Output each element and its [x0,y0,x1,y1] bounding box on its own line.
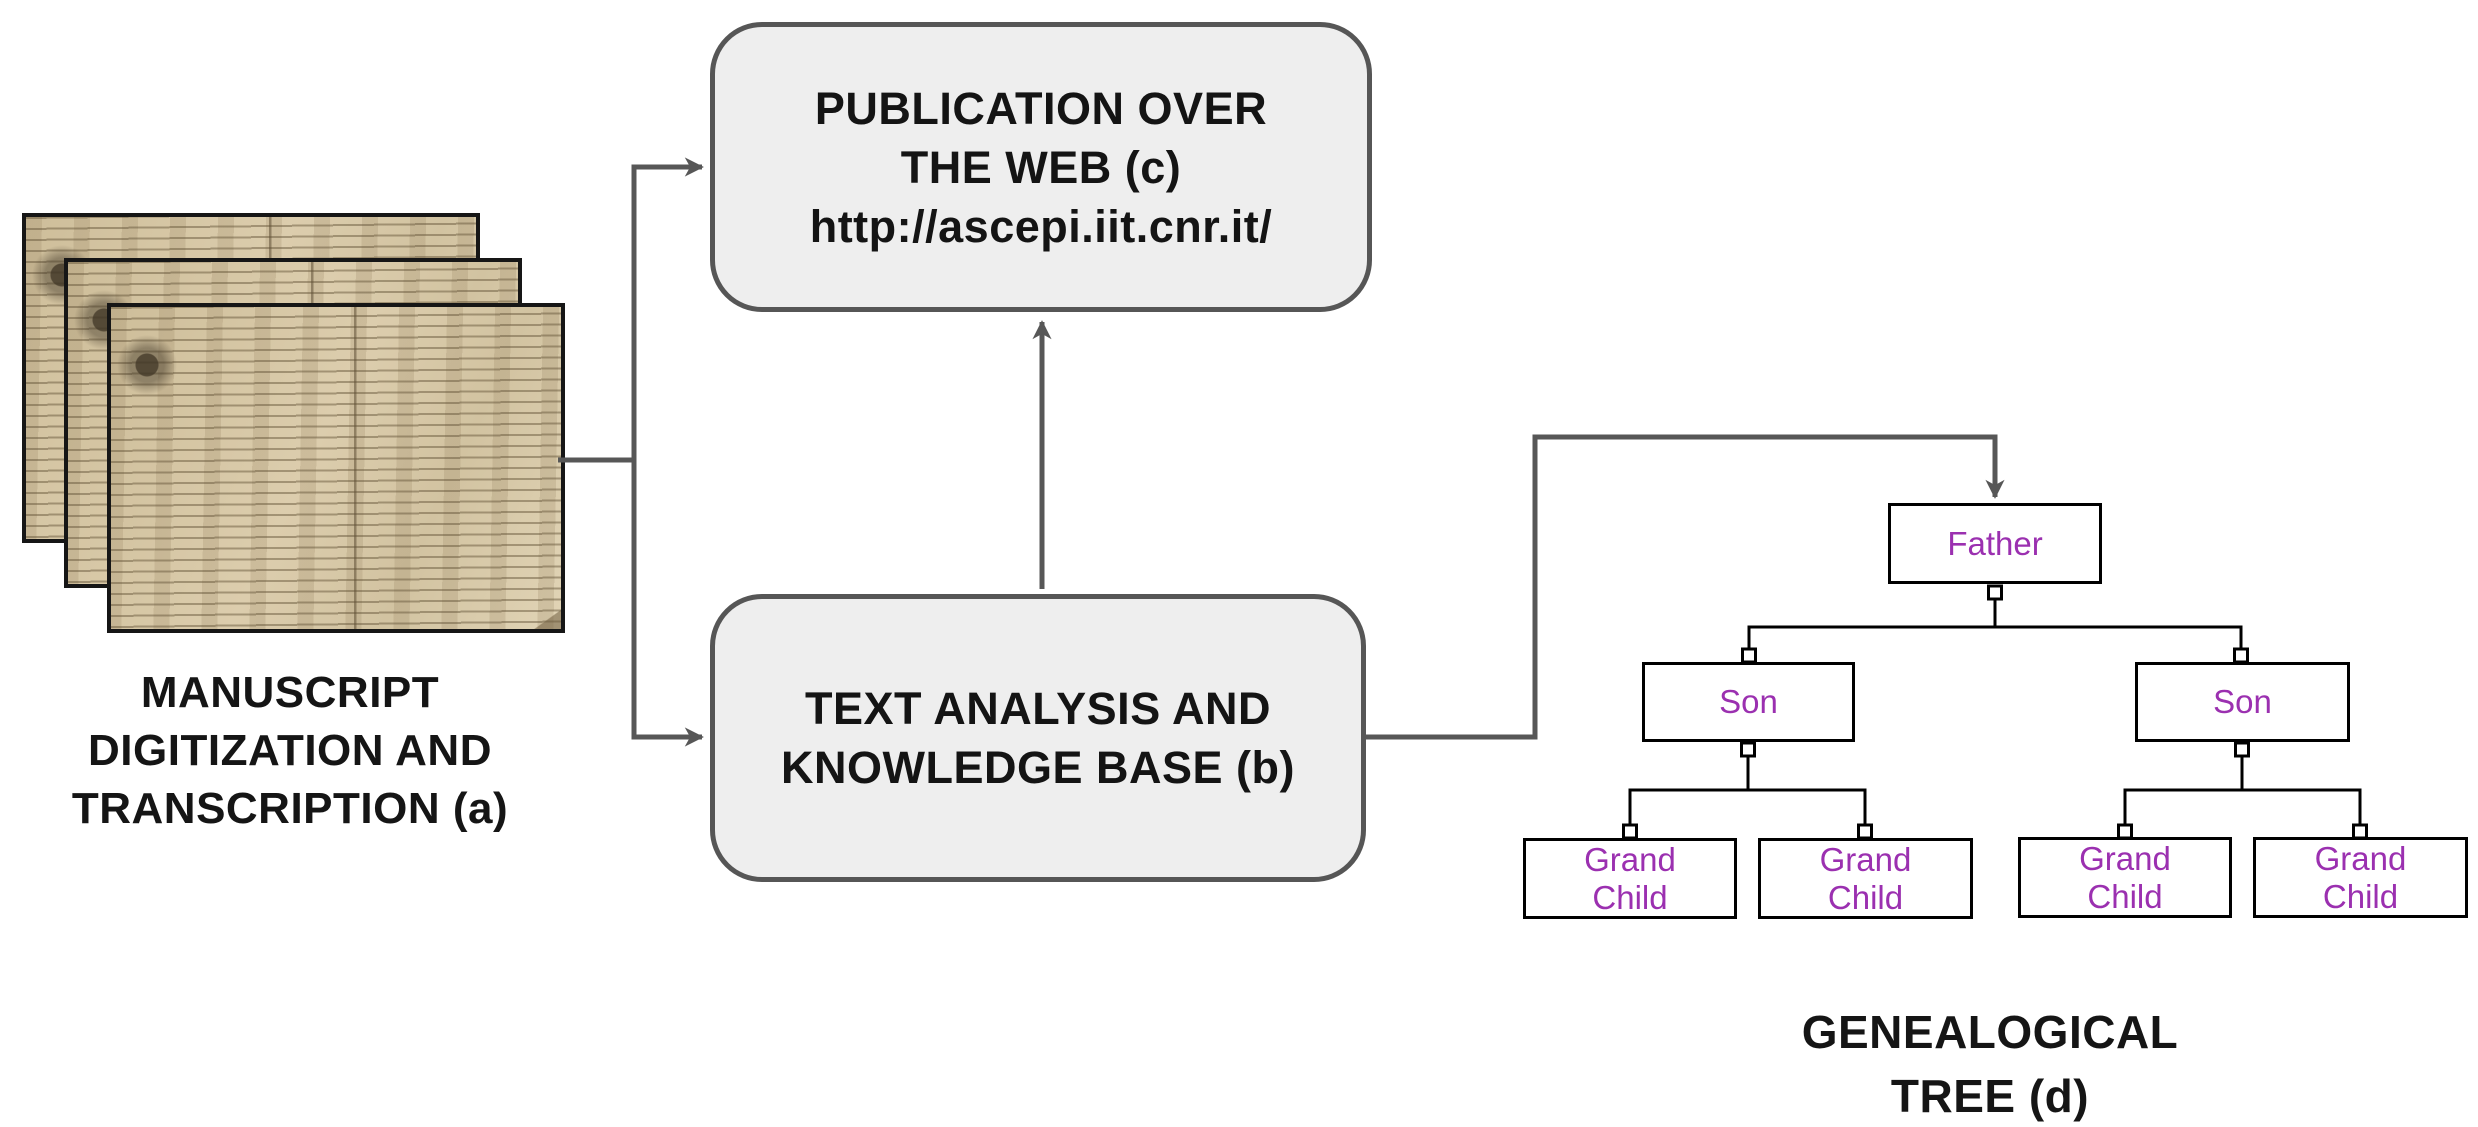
manuscript-caption-line1: MANUSCRIPT [140,668,440,717]
analysis-box-line2: KNOWLEDGE BASE (b) [781,742,1295,793]
tree-node-son-left: Son [1642,662,1855,742]
tree-node-son-left-label: Son [1719,683,1778,720]
publication-web-box: PUBLICATION OVER THE WEB (c) http://asce… [710,22,1372,312]
publication-box-line1: PUBLICATION OVER [814,82,1268,134]
grandchild-1-line2: Child [1592,878,1668,916]
manuscript-page-front [107,303,565,633]
publication-url: http://ascepi.iit.cnr.it/ [809,200,1273,252]
tree-node-grandchild-3: Grand Child [2018,837,2232,918]
connector-manuscript-branch [558,164,637,740]
tree-node-grandchild-4: Grand Child [2253,837,2468,918]
genealogical-tree-caption: GENEALOGICAL TREE (d) [1640,1000,2340,1127]
tree-node-grandchild-1: Grand Child [1523,838,1737,919]
grandchild-1-line1: Grand [1584,840,1676,878]
tree-node-son-right: Son [2135,662,2350,742]
publication-box-line2: THE WEB (c) [900,141,1182,193]
grandchild-4-line1: Grand [2314,839,2407,877]
manuscript-caption-line2: DIGITIZATION AND [88,726,492,775]
tree-node-father: Father [1888,503,2102,584]
manuscript-caption: MANUSCRIPT DIGITIZATION AND TRANSCRIPTIO… [30,664,550,838]
manuscript-caption-line3: TRANSCRIPTION (a) [71,784,509,833]
grandchild-4-line2: Child [2322,877,2399,915]
analysis-box-line1: TEXT ANALYSIS AND [804,683,1272,734]
genealogical-caption-line1: GENEALOGICAL [1801,1006,2179,1058]
genealogical-caption-line2: TREE (d) [1890,1070,2090,1122]
tree-node-father-label: Father [1947,524,2043,562]
grandchild-2-line1: Grand [1819,840,1912,878]
text-analysis-box: TEXT ANALYSIS AND KNOWLEDGE BASE (b) [710,594,1366,882]
tree-node-grandchild-2: Grand Child [1758,838,1973,919]
grandchild-3-line2: Child [2087,877,2163,915]
grandchild-2-line2: Child [1827,878,1904,916]
tree-node-son-right-label: Son [2213,683,2272,720]
grandchild-3-line1: Grand [2079,839,2171,877]
